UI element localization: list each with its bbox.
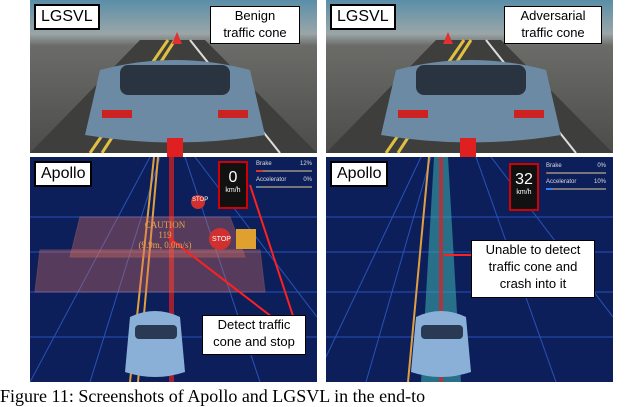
right-apollo-map — [326, 157, 613, 382]
right-apollo-view: Apollo 32 km/h Brake 0% Accelerator 10% Un… — [326, 157, 613, 382]
brake-value: 12% — [299, 161, 312, 167]
figure-caption: Figure 11: Screenshots of Apollo and LGS… — [0, 386, 426, 406]
ego-car — [125, 311, 185, 377]
right-result-callout: Unable to detect traffic cone and crash … — [471, 240, 595, 298]
brake-value: 0% — [597, 163, 606, 169]
left-control-bars: Brake 12% Accelerator 0% — [256, 161, 312, 193]
accel-label: Accelerator — [546, 179, 577, 185]
stop-sign-large: STOP — [212, 236, 231, 243]
right-cone-callout: Adversarial traffic cone — [504, 6, 602, 44]
right-road-scene — [326, 32, 613, 153]
right-speedometer: 32 km/h — [509, 163, 539, 211]
speed-value: 0 — [228, 169, 238, 186]
accel-value: 0% — [303, 177, 312, 183]
caution-label: CAUTION 119 (9.9m, 0.0m/s) — [110, 220, 220, 250]
left-apollo-view: Apollo STOP STOP CAUTION 119 (9.9m, 0.0m… — [30, 157, 317, 382]
right-lgsvl-view: LGSVL Adversarial traffic cone — [326, 0, 613, 153]
speed-unit: km/h — [516, 189, 532, 196]
left-sim-label: LGSVL — [34, 4, 100, 30]
accel-fill — [546, 188, 552, 190]
traffic-cone — [172, 32, 182, 44]
right-apollo-label: Apollo — [330, 161, 389, 187]
left-cone-callout: Benign traffic cone — [210, 6, 300, 44]
ego-car — [411, 311, 471, 377]
left-road-scene — [30, 32, 317, 153]
caution-detail: (9.9m, 0.0m/s) — [138, 240, 192, 250]
brake-fill — [546, 172, 548, 174]
left-result-callout: Detect traffic cone and stop — [202, 315, 306, 355]
left-apollo-label: Apollo — [34, 161, 93, 187]
right-control-bars: Brake 0% Accelerator 10% — [546, 163, 606, 195]
left-speedometer: 0 km/h — [218, 161, 248, 209]
caution-id: 119 — [158, 230, 172, 240]
warning-icon — [236, 229, 256, 249]
right-sim-label: LGSVL — [330, 4, 396, 30]
stop-sign-small: STOP — [192, 197, 209, 203]
speed-unit: km/h — [225, 187, 241, 194]
accel-fill — [256, 186, 258, 188]
speed-value: 32 — [515, 171, 533, 188]
accel-value: 10% — [593, 179, 606, 185]
brake-fill — [256, 170, 263, 172]
traffic-cone — [443, 32, 453, 44]
left-apollo-map — [30, 157, 317, 382]
stop-sign-icon — [191, 195, 205, 209]
brake-label: Brake — [546, 163, 562, 169]
brake-label: Brake — [256, 161, 272, 167]
caution-title: CAUTION — [144, 220, 186, 230]
left-lgsvl-view: LGSVL Benign traffic cone — [30, 0, 317, 153]
accel-label: Accelerator — [256, 177, 287, 183]
